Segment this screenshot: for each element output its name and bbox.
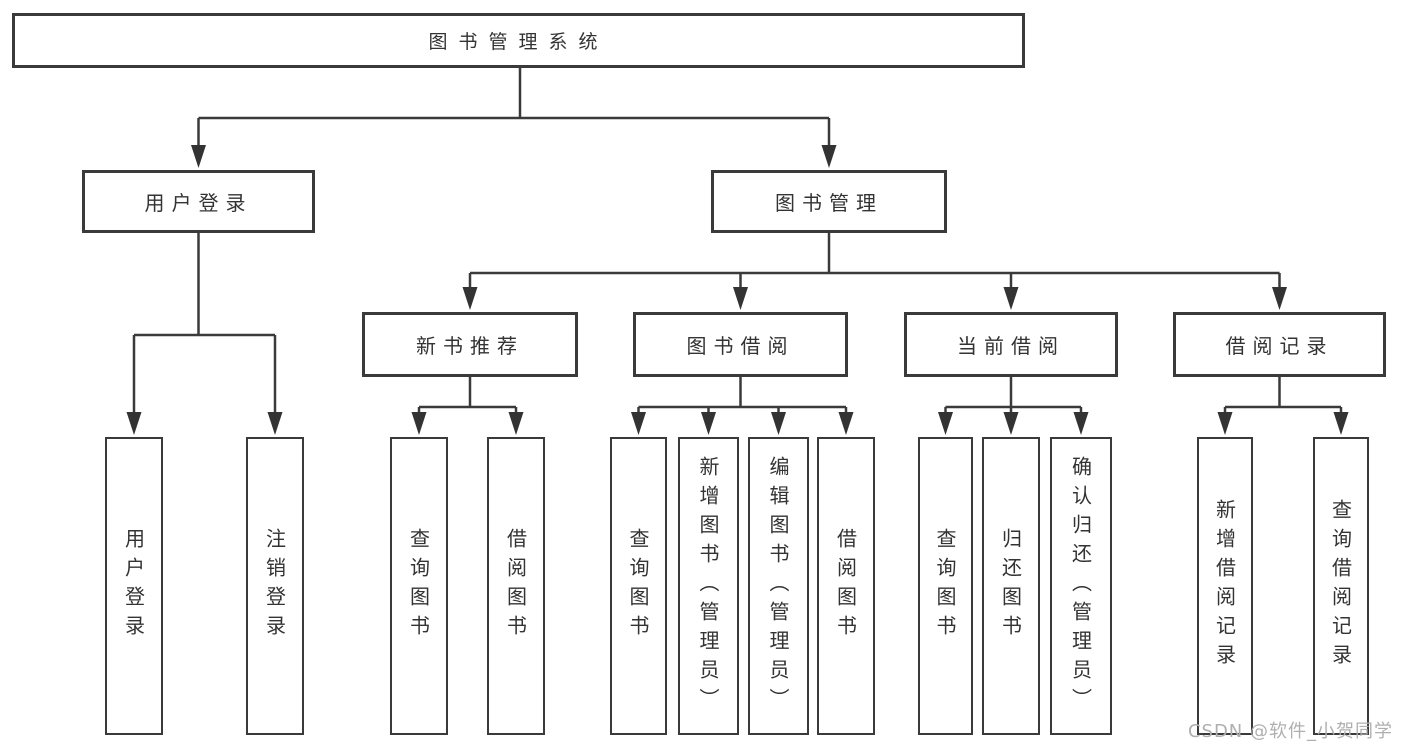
node-label: 查询图书: [406, 528, 431, 644]
arrowhead: [1003, 412, 1019, 435]
connector-newbooks-to-leaves: [417, 377, 518, 416]
node-label: 图书借阅: [686, 334, 795, 358]
connector-root-to-level2: [197, 68, 831, 150]
leaf-add-borrow-record: 新增借阅记录: [1197, 437, 1253, 735]
leaf-query-books-current: 查询图书: [918, 437, 973, 735]
node-label: 用户登录: [144, 191, 253, 215]
node-label: 新书推荐: [416, 334, 524, 358]
arrowhead: [411, 412, 427, 435]
arrowhead: [1003, 287, 1019, 310]
leaf-borrow-books: 借阅图书: [817, 437, 875, 735]
leaf-query-borrow-record: 查询借阅记录: [1313, 437, 1369, 735]
node-new-book-recommendation: 新书推荐: [362, 312, 578, 377]
node-label: 借阅记录: [1225, 334, 1334, 358]
arrowhead: [1217, 412, 1233, 435]
node-user-login-branch: 用户登录: [82, 170, 315, 233]
arrowhead: [126, 412, 142, 435]
leaf-logout: 注销登录: [246, 437, 304, 735]
arrowhead: [821, 145, 837, 168]
leaf-user-login: 用户登录: [105, 437, 163, 735]
connector-borrowing-to-leaves: [637, 377, 848, 416]
arrowhead: [1333, 412, 1349, 435]
node-label: 查询图书: [626, 528, 650, 644]
arrowhead: [733, 287, 748, 310]
node-library-management-system: 图书管理系统: [12, 13, 1025, 68]
node-label: 注销登录: [262, 528, 287, 644]
arrowhead: [191, 145, 206, 168]
arrowhead: [701, 412, 716, 435]
node-label: 确认归还（管理员）: [1068, 455, 1093, 717]
arrowhead: [631, 412, 646, 435]
node-borrowing-records: 借阅记录: [1173, 312, 1386, 377]
connector-userlogin-to-leaves: [132, 233, 277, 416]
node-label: 归还图书: [998, 528, 1023, 644]
arrowhead: [267, 412, 283, 435]
watermark: CSDN @软件_小贺同学: [1187, 721, 1393, 742]
leaf-borrow-books-recommend: 借阅图书: [487, 437, 545, 735]
node-label: 当前借阅: [957, 334, 1065, 358]
arrowhead: [1073, 412, 1089, 435]
arrowhead: [838, 412, 854, 435]
node-label: 借阅图书: [833, 528, 858, 644]
arrowhead: [771, 412, 786, 435]
node-label: 图书管理: [775, 191, 883, 215]
arrowhead: [462, 287, 478, 310]
node-label: 用户登录: [121, 528, 146, 644]
node-label: 图书管理系统: [428, 31, 609, 53]
node-label: 查询图书: [933, 528, 957, 644]
arrowhead: [1272, 287, 1287, 310]
connector-records-to-leaves: [1223, 377, 1343, 416]
leaf-confirm-return-admin: 确认归还（管理员）: [1050, 437, 1112, 735]
node-label: 新增图书（管理员）: [696, 455, 720, 717]
node-current-borrowing: 当前借阅: [904, 312, 1118, 377]
leaf-return-books: 归还图书: [982, 437, 1040, 735]
leaf-query-books-recommend: 查询图书: [390, 437, 448, 735]
arrowhead: [508, 412, 524, 435]
node-label: 新增借阅记录: [1212, 499, 1237, 673]
node-label: 借阅图书: [503, 528, 528, 644]
leaf-add-books-admin: 新增图书（管理员）: [678, 437, 739, 735]
node-label: 查询借阅记录: [1328, 499, 1353, 673]
arrowhead: [938, 412, 953, 435]
node-label: 编辑图书（管理员）: [766, 455, 790, 717]
arrowheads: [126, 145, 1349, 435]
connector-bookmgmt-to-level3: [468, 233, 1281, 291]
node-book-borrowing: 图书借阅: [633, 312, 848, 377]
leaf-query-books-borrowing: 查询图书: [610, 437, 667, 735]
node-book-management: 图书管理: [711, 170, 947, 233]
leaf-edit-books-admin: 编辑图书（管理员）: [748, 437, 809, 735]
connector-current-to-leaves: [944, 377, 1083, 416]
